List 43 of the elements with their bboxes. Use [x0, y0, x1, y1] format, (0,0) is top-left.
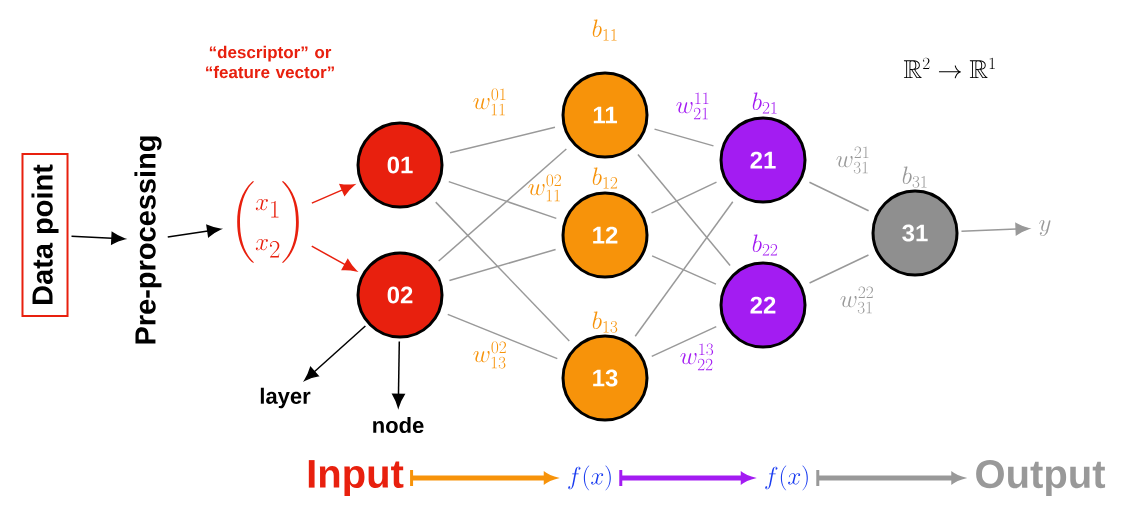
arrow — [816, 470, 964, 486]
function-label: $f(x)$ — [568, 465, 611, 491]
annotation-text: layer — [260, 387, 311, 409]
connection-line — [651, 255, 717, 285]
connection-line — [653, 128, 715, 147]
connection-line — [434, 201, 571, 342]
weight-label: $w_{13}^{02}$ — [473, 341, 506, 369]
arrow — [70, 231, 126, 245]
connection-line — [650, 181, 718, 214]
weight-label: $w_{31}^{21}$ — [836, 146, 869, 174]
arrow — [960, 222, 1030, 236]
output-symbol: $y$ — [1039, 220, 1051, 236]
function-label: $f(x)$ — [765, 465, 808, 491]
mapping-label: $\mathbb{R}^2 \to \mathbb{R}^1$ — [903, 57, 995, 79]
connection-line — [808, 254, 870, 284]
connection-line — [447, 313, 558, 360]
arrow — [304, 325, 367, 381]
weight-label: $w_{21}^{11}$ — [676, 92, 709, 120]
annotation-text: node — [373, 416, 424, 434]
connection-line — [637, 153, 731, 267]
arrow — [392, 340, 405, 408]
bias-label: $b_{21}$ — [752, 92, 777, 114]
connection-line — [634, 200, 734, 338]
weight-label: $w_{11}^{01}$ — [473, 88, 506, 116]
connection-line — [449, 126, 556, 154]
stage-label: Input — [308, 460, 404, 496]
step-label: Pre-processing — [134, 136, 162, 344]
bias-label: $b_{11}$ — [592, 19, 617, 41]
bias-label: $b_{22}$ — [752, 234, 778, 256]
connection-line — [437, 148, 568, 262]
arrow — [311, 184, 355, 204]
bias-label: $b_{12}$ — [592, 167, 618, 189]
connection-line — [651, 325, 717, 358]
data-point-box: Data point — [21, 153, 69, 317]
arrow — [311, 245, 357, 272]
input-vector: $\begin{pmatrix}x_1\\x_2\end{pmatrix}$ — [237, 181, 299, 263]
connection-line — [448, 180, 557, 220]
bias-label: $b_{13}$ — [592, 311, 618, 333]
arrow — [167, 224, 222, 238]
bias-label: $b_{31}$ — [902, 166, 927, 188]
connection-line — [808, 181, 870, 212]
connection-line — [448, 248, 557, 282]
stage-label: Output — [976, 459, 1106, 497]
